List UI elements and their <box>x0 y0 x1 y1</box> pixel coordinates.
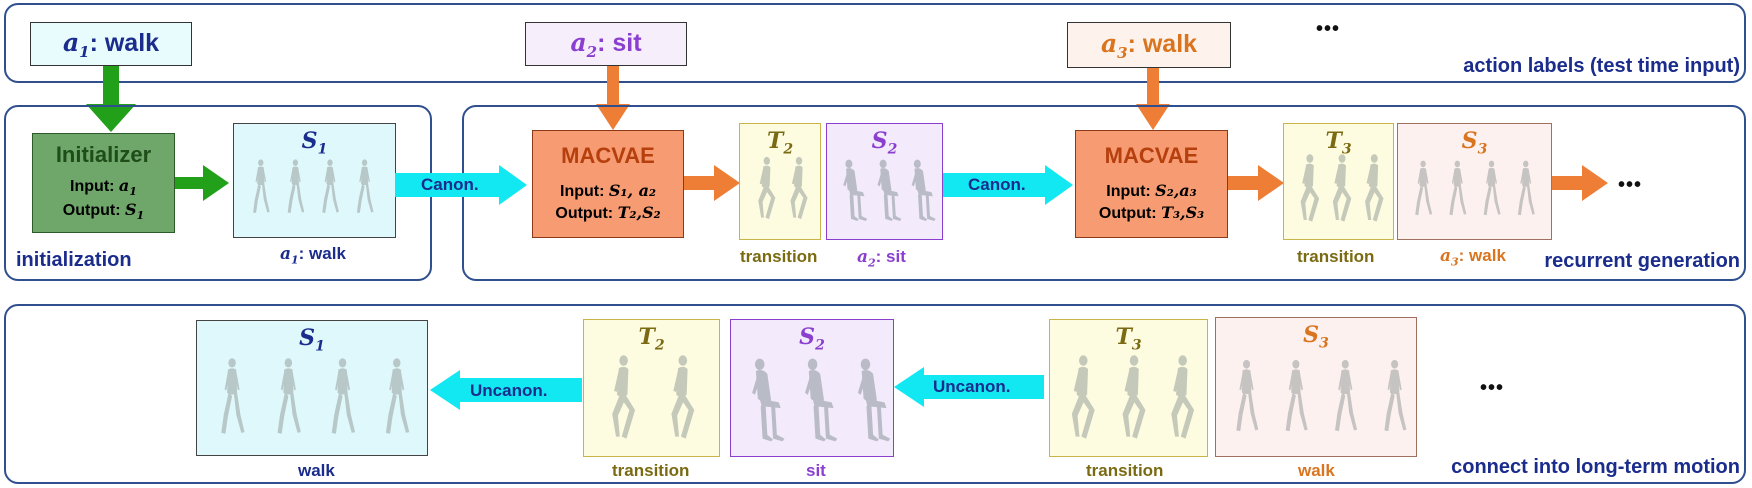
segment-label-s3: S3 <box>1303 322 1329 352</box>
action-label-a1-text: : walk <box>89 28 160 57</box>
uncanon-arrow-2 <box>894 367 1044 407</box>
segment-label-s1: S1 <box>301 128 328 158</box>
macvae-output-1: Output: T₂,S₂ <box>555 203 661 222</box>
initializer-input: Input: a1 <box>70 176 137 199</box>
arrow-a3-down <box>1136 68 1170 130</box>
segment-label-t3: T3 <box>1325 128 1352 158</box>
macvae-title-2: MACVAE <box>1104 143 1199 168</box>
top-ellipsis: ••• <box>1316 18 1341 40</box>
transition-segment-t2-bottom: T2 <box>583 319 720 457</box>
walking-figures <box>1236 360 1407 432</box>
macvae-title-1: MACVAE <box>561 143 655 168</box>
arrow-a1-down <box>86 66 136 132</box>
canon-arrow-1 <box>395 165 527 205</box>
bottom-ellipsis: ••• <box>1480 377 1505 399</box>
transition-caption-t3: transition <box>1297 247 1375 266</box>
uncanon-arrow-1 <box>430 370 582 410</box>
initialization-caption: initialization <box>16 249 132 271</box>
segment-label-t2: T2 <box>638 324 665 354</box>
motion-segment-s1-bottom: S1 <box>196 320 428 456</box>
transition-caption-t3-bottom: transition <box>1086 461 1164 480</box>
initializer-box: Initializer Input: a1 Output: S1 <box>32 133 175 233</box>
action-label-a2: a2: sit <box>525 22 687 66</box>
segment-caption-s3: a3: walk <box>1440 246 1506 269</box>
canon-label-2: Canon. <box>968 175 1026 194</box>
macvae-box-2: MACVAE Input: S₂,a₃ Output: T₃,S₃ <box>1075 130 1228 238</box>
segment-caption-s3-bottom: walk <box>1298 461 1335 480</box>
transition-caption-t2: transition <box>740 247 818 266</box>
initializer-output: Output: S1 <box>62 200 145 223</box>
action-label-a3-text: : walk <box>1127 29 1198 58</box>
macvae-input-1: Input: S₁, a₂ <box>560 181 656 200</box>
walking-figures <box>221 358 410 434</box>
transition-figures <box>1300 153 1384 222</box>
action-label-a2-text: : sit <box>597 28 642 57</box>
macvae-input-2: Input: S₂,a₃ <box>1106 181 1197 200</box>
segment-label-t3: T3 <box>1115 324 1142 354</box>
arrow-a2-down <box>596 66 630 130</box>
walking-figures <box>253 159 374 213</box>
motion-segment-s3: S3 <box>1397 123 1552 240</box>
sitting-figures <box>752 358 891 442</box>
recurrent-generation-caption: recurrent generation <box>1544 250 1740 272</box>
sitting-figures <box>843 159 936 221</box>
transition-caption-t2-bottom: transition <box>612 461 690 480</box>
arrow-init-to-s1 <box>175 165 229 201</box>
macvae-output-2: Output: T₃,S₃ <box>1098 203 1205 222</box>
transition-figures <box>1071 355 1195 439</box>
segment-label-s3: S3 <box>1461 128 1488 158</box>
motion-segment-s2-bottom: S2 <box>730 319 894 457</box>
middle-ellipsis: ••• <box>1618 174 1643 196</box>
segment-label-t2: T2 <box>766 128 794 158</box>
transition-figures <box>612 355 695 439</box>
uncanon-label-1: Uncanon. <box>470 381 548 400</box>
symbol-a: a <box>570 27 587 57</box>
transition-segment-t3-bottom: T3 <box>1049 319 1208 457</box>
transition-segment-t2: T2 <box>739 123 821 240</box>
transition-figures <box>758 156 808 219</box>
walking-figures <box>1415 160 1535 215</box>
arrow-macvae1-to-t2 <box>684 165 740 201</box>
transition-segment-t3: T3 <box>1283 123 1394 240</box>
initializer-title: Initializer <box>55 142 152 167</box>
motion-segment-s1: S1 <box>233 123 396 238</box>
canon-arrow-2 <box>943 165 1073 205</box>
segment-caption-s1-bottom: walk <box>298 461 335 480</box>
segment-label-s2: S2 <box>871 128 898 158</box>
action-label-a1: a1: walk <box>30 22 192 66</box>
action-labels-panel <box>4 3 1746 83</box>
motion-segment-s2: S2 <box>826 123 943 240</box>
long-term-motion-panel <box>4 304 1746 484</box>
motion-segment-s3-bottom: S3 <box>1215 317 1417 457</box>
canon-label-1: Canon. <box>421 175 479 194</box>
macvae-box-1: MACVAE Input: S₁, a₂ Output: T₂,S₂ <box>532 130 684 238</box>
segment-label-s2: S2 <box>799 324 825 354</box>
action-label-a3: a3: walk <box>1067 22 1231 68</box>
uncanon-label-2: Uncanon. <box>933 377 1011 396</box>
symbol-a: a <box>1100 28 1118 58</box>
action-labels-caption: action labels (test time input) <box>1463 55 1740 77</box>
arrow-s3-continue <box>1552 165 1608 201</box>
segment-label-s1: S1 <box>299 325 325 355</box>
segment-caption-s1: a1: walk <box>280 244 346 267</box>
symbol-a: a <box>62 27 80 57</box>
segment-caption-s2-bottom: sit <box>806 461 826 480</box>
long-term-motion-caption: connect into long-term motion <box>1451 456 1740 478</box>
arrow-macvae2-to-t3 <box>1228 165 1284 201</box>
segment-caption-s2: a2: sit <box>857 247 906 270</box>
